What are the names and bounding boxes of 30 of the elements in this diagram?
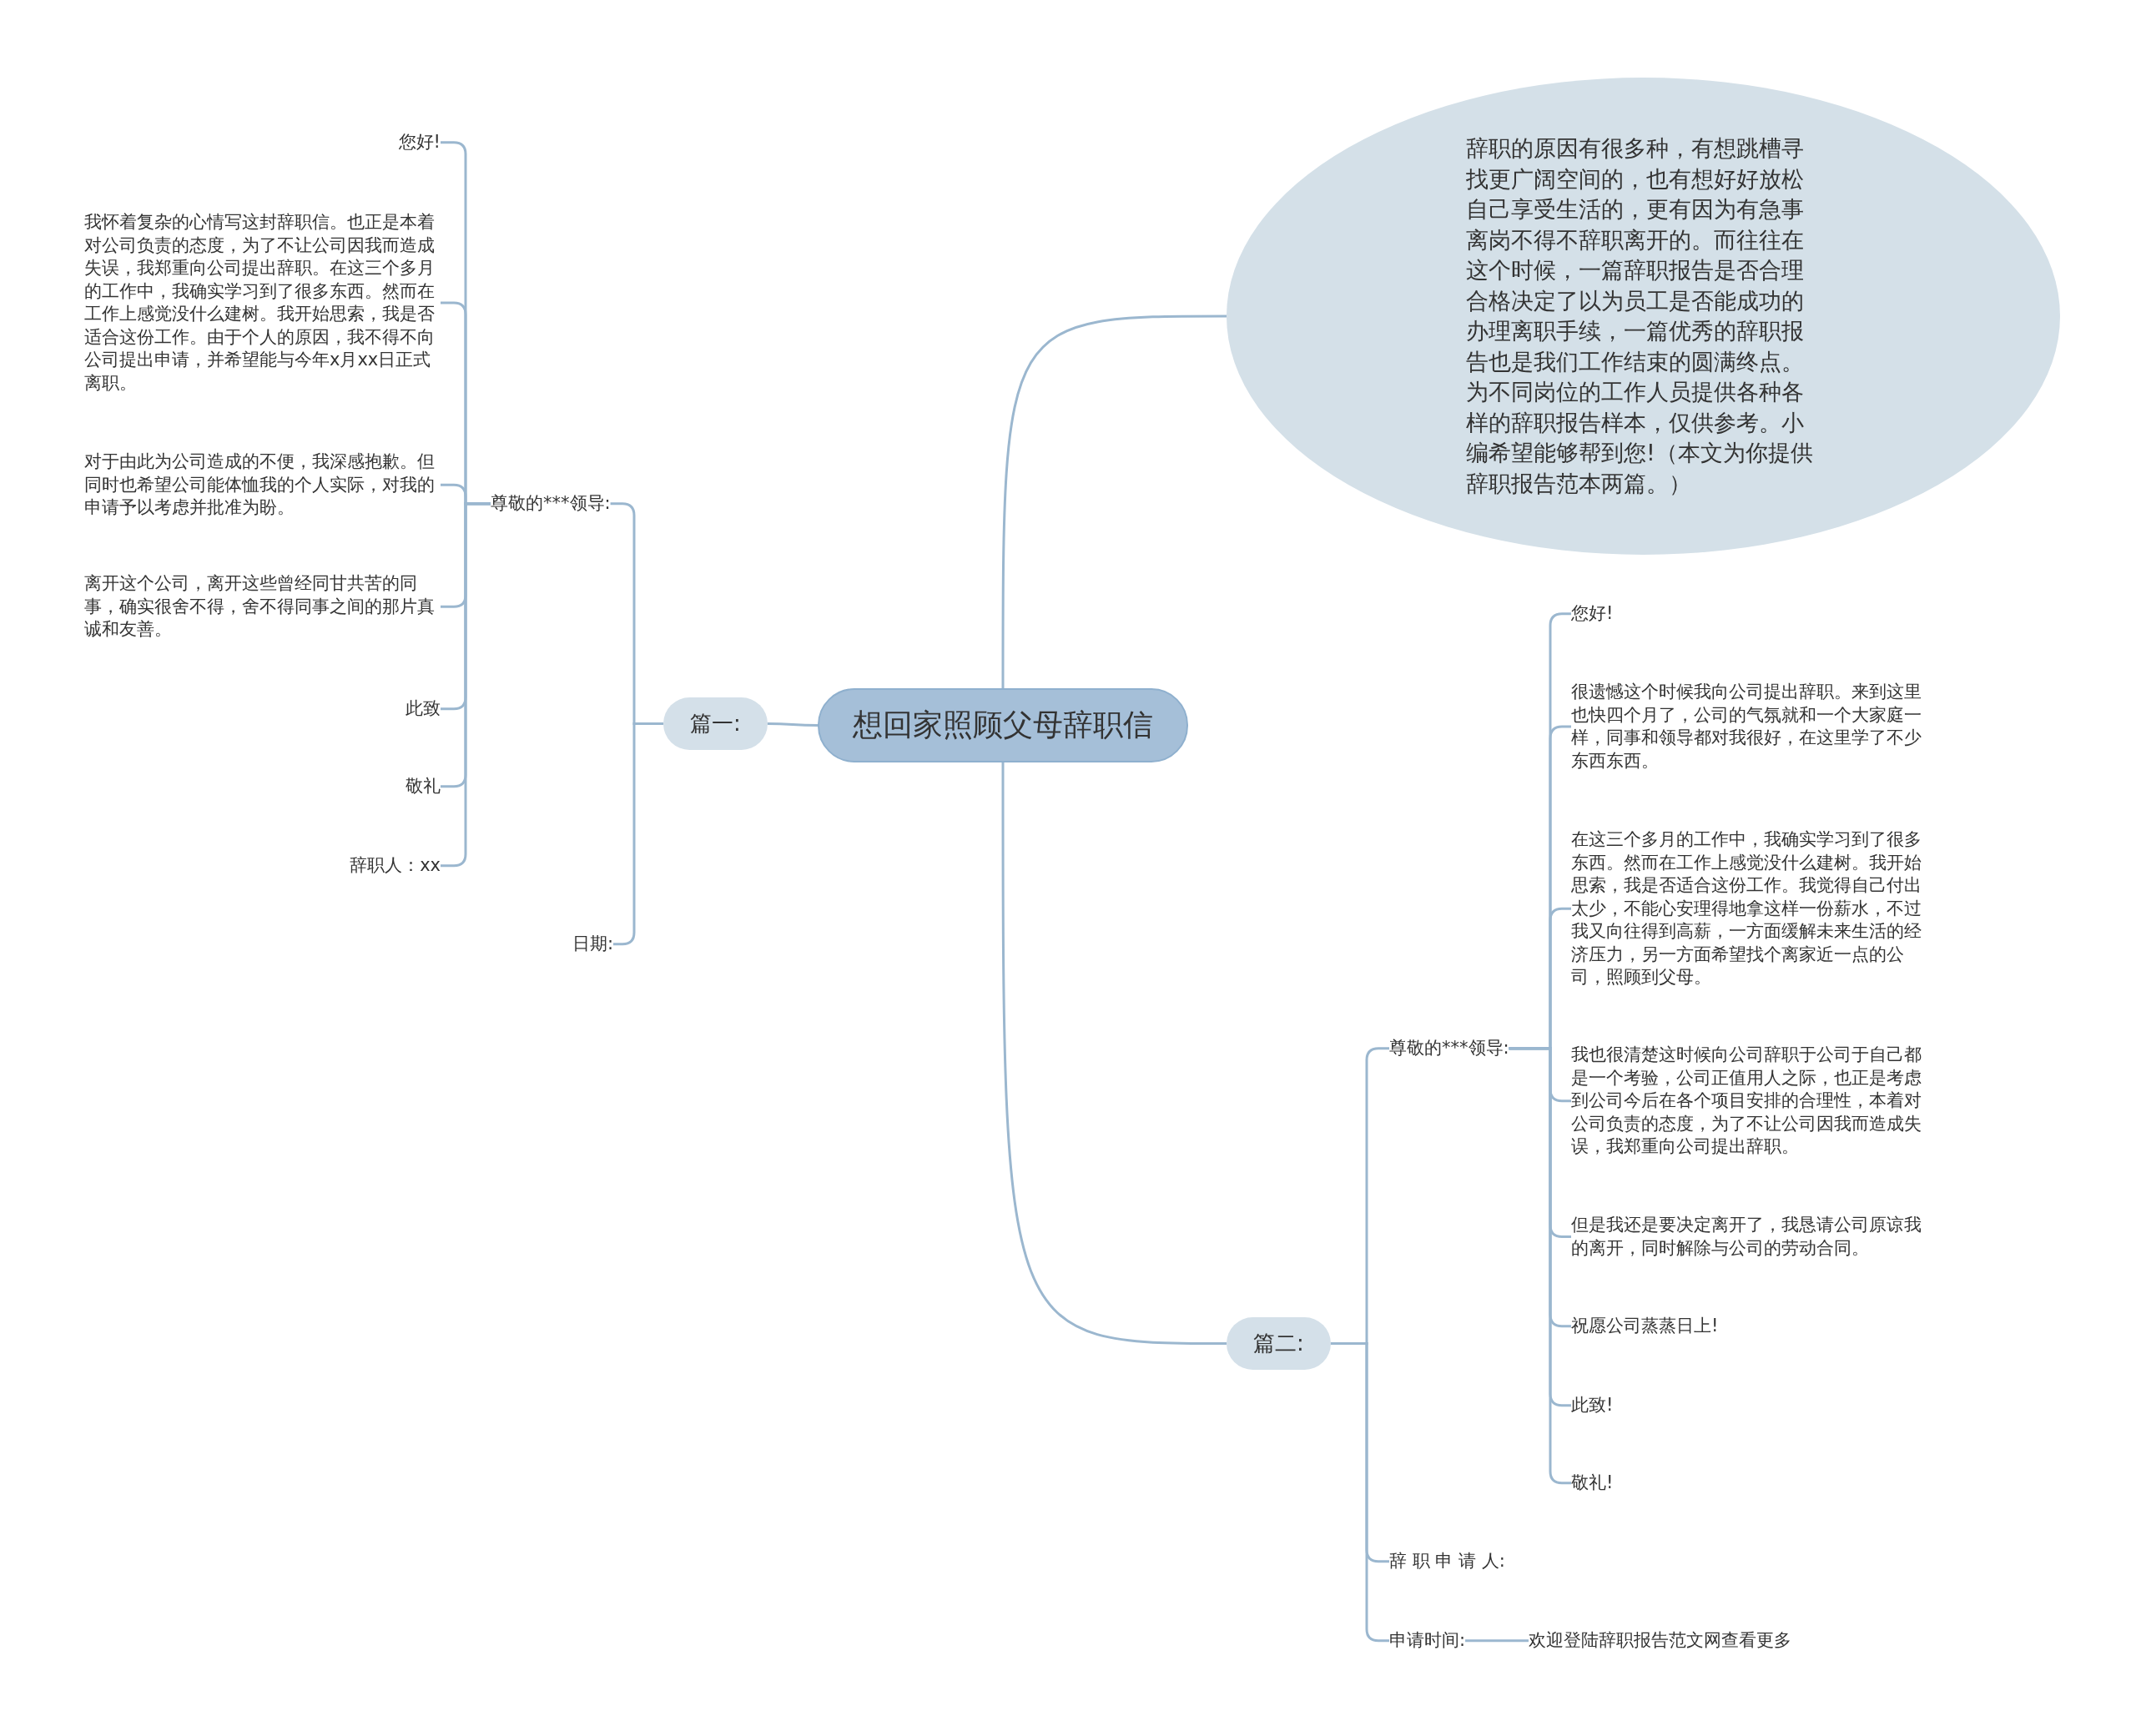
topic-text: 尊敬的***领导: bbox=[491, 492, 611, 516]
paragraph-text: 对于由此为公司造成的不便，我深感抱歉。但同时也希望公司能体恤我的个人实际，对我的申请予以考虑并批准为盼。 bbox=[84, 450, 441, 520]
paragraph-text: 在这三个多月的工作中，我确实学习到了很多东西。然而在工作上感觉没什么建树。我开始思索，我是否适合这份工作。我觉得自己付出太少，不能心安理得地拿这样一份薪水，不过我又向往得到高薪，一方面缓解未来生活的经济压力，另一方面希望找个离家近一点的公司，照顾到父母。 bbox=[1571, 828, 1932, 989]
topic-text: 敬礼! bbox=[1571, 1472, 1614, 1495]
branch-topic: 篇一: bbox=[663, 697, 768, 750]
connector-line bbox=[1465, 1639, 1529, 1643]
connector-line bbox=[1330, 1342, 1389, 1643]
topic-text: 辞职人：xx bbox=[350, 854, 441, 878]
connector-line bbox=[767, 722, 818, 727]
topic-text: 此致 bbox=[406, 697, 441, 721]
paragraph-text: 离开这个公司，离开这些曾经同甘共苦的同事，确实很舍不得，舍不得同事之间的那片真诚和友善。 bbox=[84, 572, 441, 642]
topic-text: 敬礼 bbox=[406, 775, 441, 798]
topic-text: 辞 职 申 请 人: bbox=[1389, 1550, 1505, 1573]
topic-text: 祝愿公司蒸蒸日上! bbox=[1571, 1315, 1719, 1338]
topic-text: 日期: bbox=[572, 933, 613, 956]
paragraph-text: 我也很清楚这时候向公司辞职于公司于自己都是一个考验，公司正值用人之际，也正是考虑到公司今后在各个项目安排的合理性，本着对公司负责的态度，为了不让公司因我而造成失误，我郑重向公司提出辞职。 bbox=[1571, 1044, 1932, 1159]
summary-bubble: 辞职的原因有很多种，有想跳槽寻找更广阔空间的，也有想好好放松自己享受生活的，更有因为有急事离岗不得不辞职离开的。而往往在这个时候，一篇辞职报告是否合理合格决定了以为员工是否能成功的办理离职手续，一篇优秀的辞职报告也是我们工作结束的圆满终点。为不同岗位的工作人员提供各种各样的辞职报告样本，仅供参考。小编希望能够帮到您!（本文为你提供辞职报告范本两篇。） bbox=[1227, 78, 2060, 555]
topic-text: 您好! bbox=[1571, 602, 1614, 626]
topic-text: 申请时间: bbox=[1389, 1629, 1466, 1653]
topic-text: 您好! bbox=[398, 131, 441, 154]
central-topic: 想回家照顾父母辞职信 bbox=[818, 688, 1188, 762]
topic-text: 此致! bbox=[1571, 1394, 1614, 1417]
paragraph-text: 我怀着复杂的心情写这封辞职信。也正是本着对公司负责的态度，为了不让公司因我而造成失误，我郑重向公司提出辞职。在这三个多月的工作中，我确实学习到了很多东西。然而在工作上感觉没什么建树。我开始思索，我是否适合这份工作。由于个人的原因，我不得不向公司提出申请，并希望能与今年x月xx日正式离职。 bbox=[84, 211, 441, 395]
paragraph-text: 很遗憾这个时候我向公司提出辞职。来到这里也快四个月了，公司的气氛就和一个大家庭一样，同事和领导都对我很好，在这里学了不少东西东西。 bbox=[1571, 681, 1932, 772]
connector-line bbox=[1001, 314, 1227, 688]
topic-text: 欢迎登陆辞职报告范文网查看更多 bbox=[1529, 1629, 1791, 1653]
branch-topic: 篇二: bbox=[1227, 1317, 1331, 1370]
connector-line bbox=[1001, 762, 1227, 1345]
topic-text: 尊敬的***领导: bbox=[1389, 1037, 1509, 1060]
paragraph-text: 但是我还是要决定离开了，我恳请公司原谅我的离开，同时解除与公司的劳动合同。 bbox=[1571, 1214, 1932, 1260]
